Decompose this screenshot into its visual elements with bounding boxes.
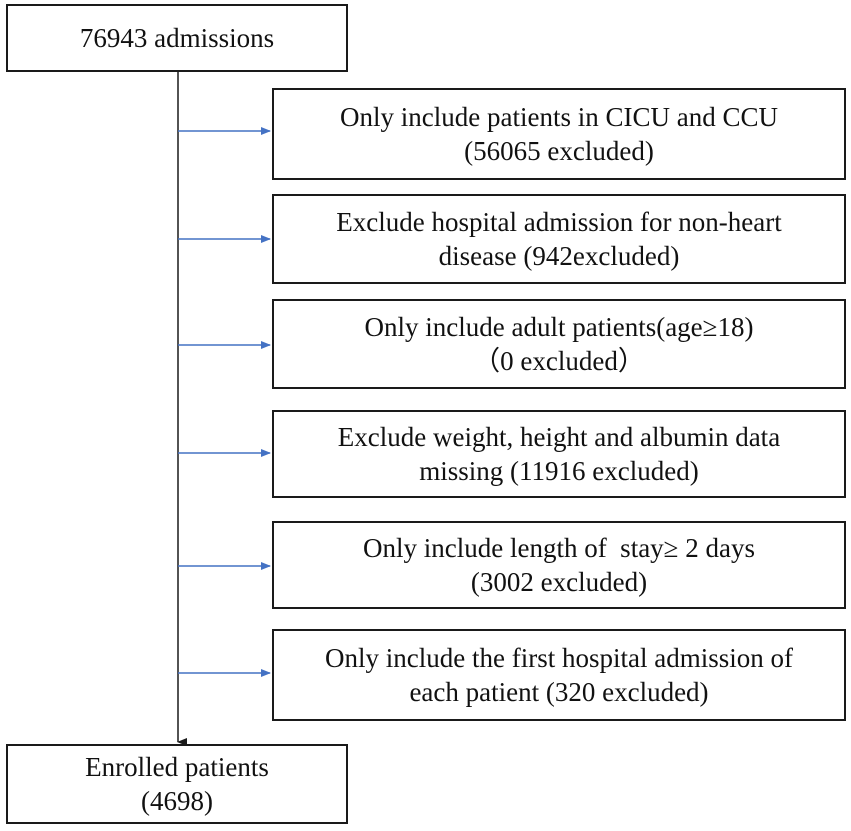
exclusion-5-line-1: Only include length of stay≥ 2 days — [362, 533, 755, 563]
exclusion-box-6: Only include the first hospital admissio… — [272, 629, 846, 721]
exclusion-box-5: Only include length of stay≥ 2 days (300… — [272, 521, 846, 609]
exclusion-2-line-1: Exclude hospital admission for non-heart — [336, 207, 782, 237]
exclusion-1-line-2: (56065 excluded) — [464, 136, 654, 166]
exclusion-4-line-2: missing (11916 excluded) — [419, 456, 699, 486]
exclusion-3-line-2: （0 excluded） — [473, 346, 645, 376]
enrolled-box: Enrolled patients (4698) — [6, 744, 348, 824]
exclusion-1-line-1: Only include patients in CICU and CCU — [340, 102, 778, 132]
exclusion-5-line-2: (3002 excluded) — [470, 567, 648, 597]
exclusion-3-line-1: Only include adult patients(age≥18) — [364, 312, 754, 342]
exclusion-2-line-2: disease (942excluded) — [438, 241, 680, 271]
enrolled-line-2: (4698) — [141, 786, 213, 816]
exclusion-6-line-2: each patient (320 excluded) — [409, 677, 709, 707]
exclusion-box-2: Exclude hospital admission for non-heart… — [272, 194, 846, 284]
exclusion-box-1: Only include patients in CICU and CCU (5… — [272, 88, 846, 180]
start-box: 76943 admissions — [6, 4, 348, 72]
exclusion-box-4: Exclude weight, height and albumin data … — [272, 410, 846, 498]
start-text: 76943 admissions — [79, 23, 275, 53]
exclusion-6-line-1: Only include the first hospital admissio… — [325, 643, 793, 673]
exclusion-box-3: Only include adult patients(age≥18) （0 e… — [272, 299, 846, 389]
enrolled-line-1: Enrolled patients — [85, 752, 269, 782]
exclusion-4-line-1: Exclude weight, height and albumin data — [337, 422, 781, 452]
